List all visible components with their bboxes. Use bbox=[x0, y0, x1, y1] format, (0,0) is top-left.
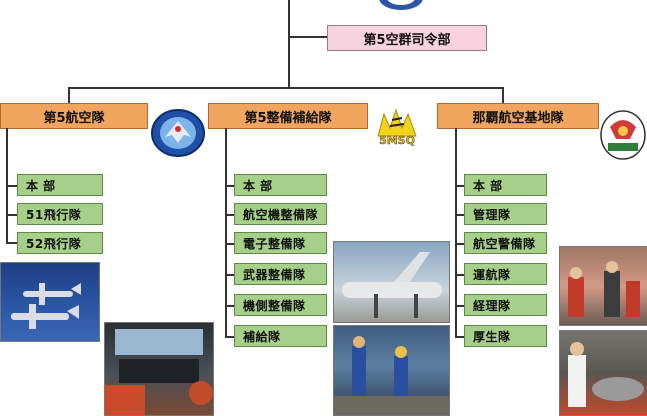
air-wing-emblem bbox=[151, 109, 205, 157]
connector-unit3-drop bbox=[502, 87, 504, 103]
msq-emblem: 5MSQ bbox=[372, 106, 422, 146]
aircraft-maintenance-photo bbox=[333, 241, 450, 323]
sub-label: 航空警備隊 bbox=[473, 235, 536, 252]
unit-label: 第5航空隊 bbox=[43, 107, 104, 126]
sub-label: 51飛行隊 bbox=[26, 206, 81, 223]
msq-text: 5MSQ bbox=[379, 134, 415, 146]
sub-label: 電子整備隊 bbox=[243, 235, 306, 252]
connector-top-vertical bbox=[288, 0, 290, 88]
unit2-sub-3: 武器整備隊 bbox=[234, 263, 327, 285]
unit1-sub-0: 本 部 bbox=[17, 174, 103, 196]
unit2-sub-0: 本 部 bbox=[234, 174, 327, 196]
kitchen-photo bbox=[559, 330, 647, 416]
p3c-aircraft-photo bbox=[0, 262, 100, 342]
sub-label: 武器整備隊 bbox=[243, 266, 306, 283]
unit3-sub-0: 本 部 bbox=[464, 174, 547, 196]
sub-label: 52飛行隊 bbox=[26, 235, 81, 252]
unit-box-naha-air-base: 那覇航空基地隊 bbox=[437, 103, 599, 129]
cockpit-photo bbox=[104, 322, 214, 416]
top-emblem bbox=[378, 0, 424, 12]
workers-photo bbox=[333, 325, 450, 416]
sub-label: 機側整備隊 bbox=[243, 297, 306, 314]
unit2-sub-4: 機側整備隊 bbox=[234, 294, 327, 316]
naha-base-emblem bbox=[600, 109, 646, 161]
unit-label: 第5整備補給隊 bbox=[244, 107, 331, 126]
unit2-sub-2: 電子整備隊 bbox=[234, 232, 327, 254]
unit3-sub-4: 経理隊 bbox=[464, 294, 547, 316]
sub-label: 補給隊 bbox=[243, 328, 281, 345]
unit1-sub-2: 52飛行隊 bbox=[17, 232, 103, 254]
sub-label: 本 部 bbox=[26, 177, 56, 194]
unit3-sub-1: 管理隊 bbox=[464, 203, 547, 225]
sub-label: 管理隊 bbox=[473, 206, 511, 223]
sub-label: 厚生隊 bbox=[473, 328, 511, 345]
connector-horizontal bbox=[68, 87, 503, 89]
connector-unit1-drop bbox=[68, 87, 70, 103]
sub-label: 本 部 bbox=[243, 177, 273, 194]
connector-hq-branch bbox=[290, 36, 327, 38]
sub-label: 経理隊 bbox=[473, 297, 511, 314]
unit2-sub-5: 補給隊 bbox=[234, 325, 327, 347]
hq-box: 第5空群司令部 bbox=[327, 25, 487, 51]
unit1-sub-1: 51飛行隊 bbox=[17, 203, 103, 225]
unit2-sub-1: 航空機整備隊 bbox=[234, 203, 327, 225]
base-staff-photo bbox=[559, 246, 647, 326]
unit-label: 那覇航空基地隊 bbox=[472, 107, 563, 126]
hq-label: 第5空群司令部 bbox=[363, 29, 450, 48]
unit3-sub-5: 厚生隊 bbox=[464, 325, 547, 347]
unit3-sub-3: 運航隊 bbox=[464, 263, 547, 285]
unit-box-5th-maintenance-supply: 第5整備補給隊 bbox=[208, 103, 368, 129]
unit3-sub-2: 航空警備隊 bbox=[464, 232, 547, 254]
sub-label: 運航隊 bbox=[473, 266, 511, 283]
sub-label: 本 部 bbox=[473, 177, 503, 194]
unit-box-5th-air-wing: 第5航空隊 bbox=[0, 103, 148, 129]
sub-label: 航空機整備隊 bbox=[243, 206, 318, 223]
